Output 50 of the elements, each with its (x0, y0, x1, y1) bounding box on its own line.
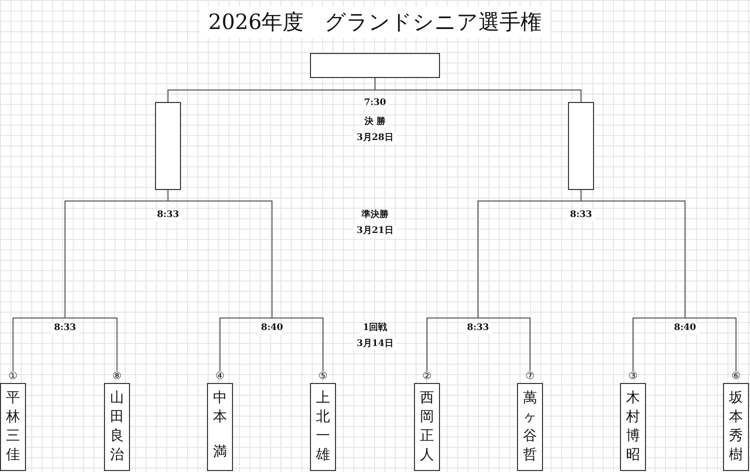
match-time: 8:33 (154, 210, 182, 221)
match-time: 8:33 (566, 210, 596, 221)
finalist-box (155, 102, 181, 190)
player-name: 満 (213, 443, 227, 462)
player-name-box (104, 383, 130, 471)
round-name: 1回戦 (360, 323, 390, 334)
match-date: 3月14日 (354, 339, 396, 350)
round-name: 準決勝 (358, 210, 392, 221)
match-time: 7:30 (360, 98, 390, 109)
match-time: 8:33 (50, 323, 80, 334)
player-name: 坂本 (729, 389, 743, 427)
seed-number: ④ (214, 372, 226, 382)
player-name: 一雄 (316, 426, 330, 465)
seed-number: ② (422, 372, 432, 382)
seed-number: ① (8, 372, 18, 382)
title: 2026年度 グランドシニア選手権 (200, 6, 550, 38)
match-date: 3月28日 (354, 133, 396, 144)
player-name: 正人 (420, 426, 434, 465)
player-name: 上北 (316, 389, 330, 427)
bracket-line (374, 78, 582, 102)
player-name: 哲 (523, 446, 537, 465)
player-name: 秀樹 (729, 426, 743, 465)
player-name: 萬ヶ谷 (523, 389, 537, 446)
round-name: 決 勝 (361, 117, 389, 128)
player-name: 平林 (6, 389, 20, 427)
player-name-box (723, 383, 749, 471)
player-name-box (207, 383, 233, 471)
seed-number: ③ (628, 372, 638, 382)
player-name: 中本 (213, 389, 227, 427)
player-name: 木村 (626, 389, 640, 427)
seed-number: ⑤ (318, 372, 328, 382)
finalist-box (568, 102, 594, 190)
player-name-box (310, 383, 336, 471)
player-name-box (620, 383, 646, 471)
match-time: 8:40 (670, 323, 700, 334)
seed-number: ⑧ (112, 372, 122, 382)
player-name: 三佳 (6, 426, 20, 465)
winner-box (310, 53, 440, 78)
match-date: 3月21日 (354, 226, 396, 237)
player-name: 良治 (110, 426, 124, 465)
player-name-box (517, 383, 543, 471)
player-name: 西岡 (420, 389, 434, 427)
player-name-box (414, 383, 440, 471)
player-name-box (0, 383, 26, 471)
match-time: 8:40 (258, 323, 286, 334)
match-time: 8:33 (464, 323, 492, 334)
seed-number: ⑦ (524, 372, 536, 382)
player-name: 博昭 (626, 426, 640, 465)
player-name: 山田 (110, 389, 124, 427)
seed-number: ⑥ (730, 372, 742, 382)
